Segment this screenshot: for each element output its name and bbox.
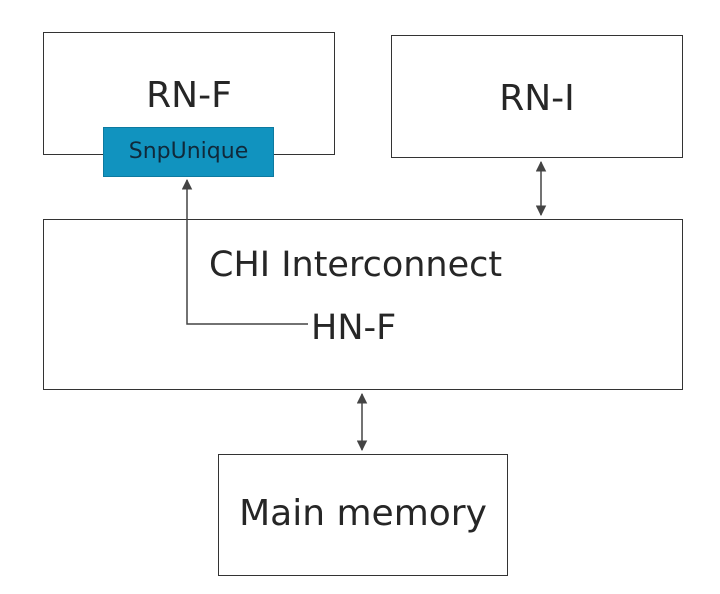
rn-f-label: RN-F [146,75,232,116]
rn-i-label: RN-I [499,78,575,119]
snp-unique-message: SnpUnique [103,127,274,177]
hn-f-label: HN-F [311,308,397,348]
main-memory-label: Main memory [239,493,487,534]
snoop-arrow [181,178,308,325]
chi-interconnect-label: CHI Interconnect [209,245,503,285]
chi-interconnect-box: CHI Interconnect HN-F [43,219,683,390]
rn-i-box: RN-I [391,35,683,158]
main-memory-box: Main memory [218,454,508,576]
